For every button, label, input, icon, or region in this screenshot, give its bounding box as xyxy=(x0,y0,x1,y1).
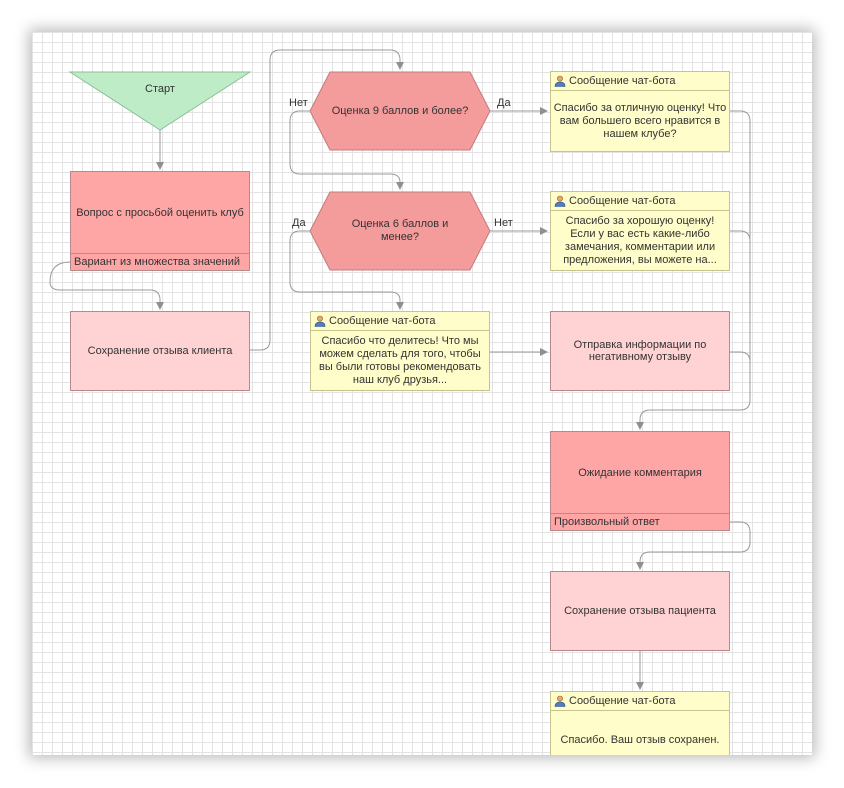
message-body: Спасибо за отличную оценку! Что вам боль… xyxy=(553,101,727,140)
question-label: Вопрос с просьбой оценить клуб xyxy=(76,207,244,219)
save-review-client-label: Сохранение отзыва клиента xyxy=(87,345,233,357)
message-saved[interactable]: Сообщение чат-бота Спасибо. Ваш отзыв со… xyxy=(550,691,730,755)
connector-send-wait xyxy=(730,351,751,363)
question-footer: Вариант из множества значений xyxy=(71,253,249,270)
message-header: Сообщение чат-бота xyxy=(551,692,729,711)
user-icon xyxy=(554,75,566,87)
wait-comment-footer: Произвольный ответ xyxy=(551,513,729,530)
condition-9-yes-label: Да xyxy=(497,97,511,109)
connector-msg-good-wait xyxy=(730,230,751,242)
send-negative-block[interactable]: Отправка информации по негативному отзыв… xyxy=(550,311,730,391)
message-header: Сообщение чат-бота xyxy=(551,72,729,91)
condition-9-label: Оценка 9 баллов и более? xyxy=(331,105,469,117)
message-header: Сообщение чат-бота xyxy=(311,312,489,331)
message-header: Сообщение чат-бота xyxy=(551,192,729,211)
save-review-patient-label: Сохранение отзыва пациента xyxy=(564,605,716,617)
message-header-text: Сообщение чат-бота xyxy=(569,194,676,207)
diagram-canvas: Старт Вопрос с просьбой оценить клуб Вар… xyxy=(32,32,812,755)
message-thanks-excellent[interactable]: Сообщение чат-бота Спасибо за отличную о… xyxy=(550,71,730,152)
message-header-text: Сообщение чат-бота xyxy=(569,694,676,707)
wait-comment-label: Ожидание комментария xyxy=(578,467,702,479)
message-body: Спасибо что делитесь! Что мы можем сдела… xyxy=(318,334,482,386)
user-icon xyxy=(314,315,326,327)
save-review-client-block[interactable]: Сохранение отзыва клиента xyxy=(70,311,250,391)
condition-9-no-label: Нет xyxy=(289,97,308,109)
start-node-label: Старт xyxy=(145,83,175,95)
user-icon xyxy=(554,695,566,707)
save-review-patient-block[interactable]: Сохранение отзыва пациента xyxy=(550,571,730,651)
message-body: Спасибо. Ваш отзыв сохранен. xyxy=(560,734,720,746)
question-block[interactable]: Вопрос с просьбой оценить клуб Вариант и… xyxy=(70,171,250,271)
message-header-text: Сообщение чат-бота xyxy=(569,74,676,87)
message-thanks-good[interactable]: Сообщение чат-бота Спасибо за хорошую оц… xyxy=(550,191,730,271)
condition-6-yes-label: Да xyxy=(292,217,306,229)
condition-6-no-label: Нет xyxy=(494,217,513,229)
message-share[interactable]: Сообщение чат-бота Спасибо что делитесь!… xyxy=(310,311,490,391)
condition-6-label: Оценка 6 баллов и менее? xyxy=(351,218,449,243)
wait-comment-block[interactable]: Ожидание комментария Произвольный ответ xyxy=(550,431,730,531)
message-body: Спасибо за хорошую оценку! Если у вас ес… xyxy=(563,214,717,266)
user-icon xyxy=(554,195,566,207)
message-header-text: Сообщение чат-бота xyxy=(329,314,436,327)
send-negative-label: Отправка информации по негативному отзыв… xyxy=(573,339,707,363)
